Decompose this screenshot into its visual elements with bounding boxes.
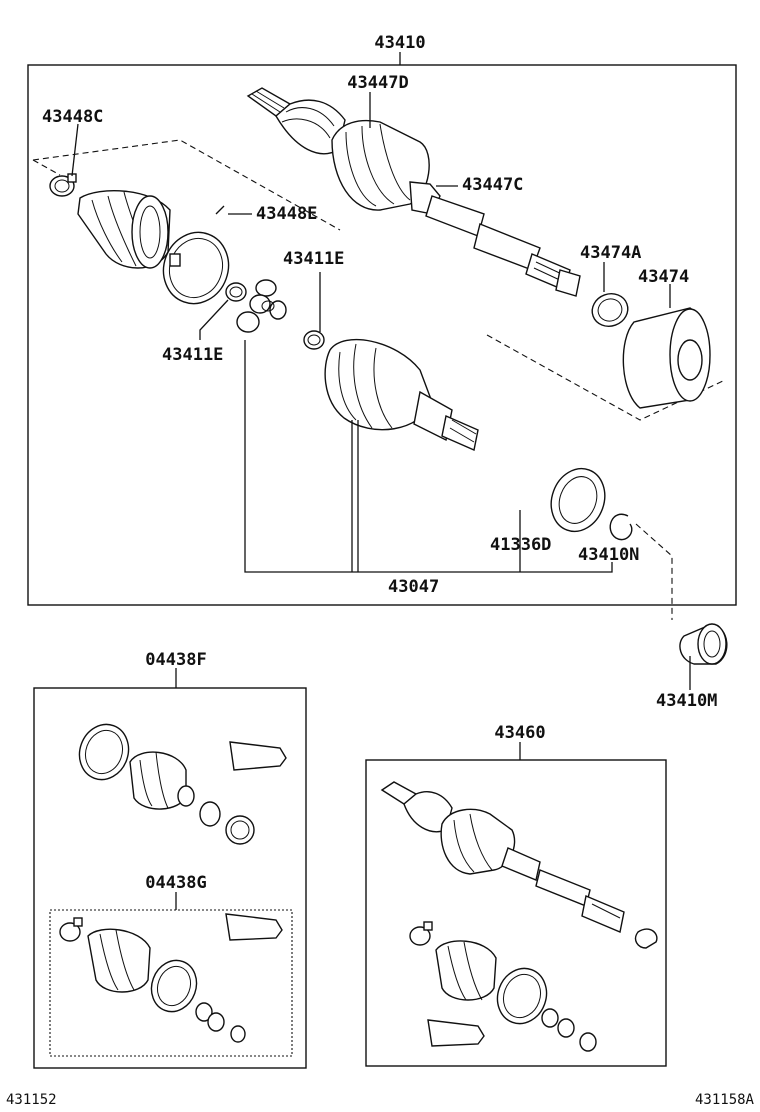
boot-inner [77, 190, 171, 269]
bracket-43047 [244, 340, 613, 573]
footer-right-code: 431158A [695, 1092, 755, 1108]
seal-41336D [550, 467, 606, 533]
kit-04438F-parts [78, 723, 287, 845]
clamp-43448C [49, 173, 77, 197]
assembly-box-43460 [365, 759, 667, 1067]
label-43410M[interactable]: 43410M [656, 691, 717, 711]
label-04438F[interactable]: 04438F [145, 650, 206, 670]
dashed-guide-right [486, 334, 726, 421]
label-43447D[interactable]: 43447D [347, 73, 408, 93]
main-assembly-box [27, 64, 737, 606]
drive-shaft-outer-joint [246, 87, 581, 297]
label-43411E-left[interactable]: 43411E [162, 345, 223, 365]
label-43410N[interactable]: 43410N [578, 545, 639, 565]
label-43411E-top[interactable]: 43411E [283, 249, 344, 269]
snap-ring-43411E [303, 330, 325, 350]
label-43448C[interactable]: 43448C [42, 107, 103, 127]
snap-ring-left [225, 282, 247, 302]
label-43448E[interactable]: 43448E [256, 204, 317, 224]
label-43474A[interactable]: 43474A [580, 243, 641, 263]
label-43460[interactable]: 43460 [494, 723, 545, 743]
inner-joint-housing-43047 [324, 338, 479, 451]
kit-04438G-parts [59, 913, 283, 1043]
assembly-43460-parts [380, 781, 658, 1052]
kit-box-04438G [49, 909, 293, 1057]
dashed-guide-left [32, 139, 341, 231]
label-43410[interactable]: 43410 [374, 33, 425, 53]
kit-box-04438F [33, 687, 307, 1069]
footer-left-code: 431152 [6, 1092, 57, 1108]
label-43047[interactable]: 43047 [388, 577, 439, 597]
bearing-43474 [622, 307, 711, 409]
clamp-43448E [162, 205, 230, 305]
circlip-43410N [609, 513, 633, 541]
label-04438G[interactable]: 04438G [145, 873, 206, 893]
label-43474[interactable]: 43474 [638, 267, 689, 287]
label-41336D[interactable]: 41336D [490, 535, 551, 555]
label-43447C[interactable]: 43447C [462, 175, 523, 195]
ring-43474A [591, 293, 629, 327]
tripod-joint [236, 279, 287, 333]
seal-43410M [679, 623, 728, 665]
